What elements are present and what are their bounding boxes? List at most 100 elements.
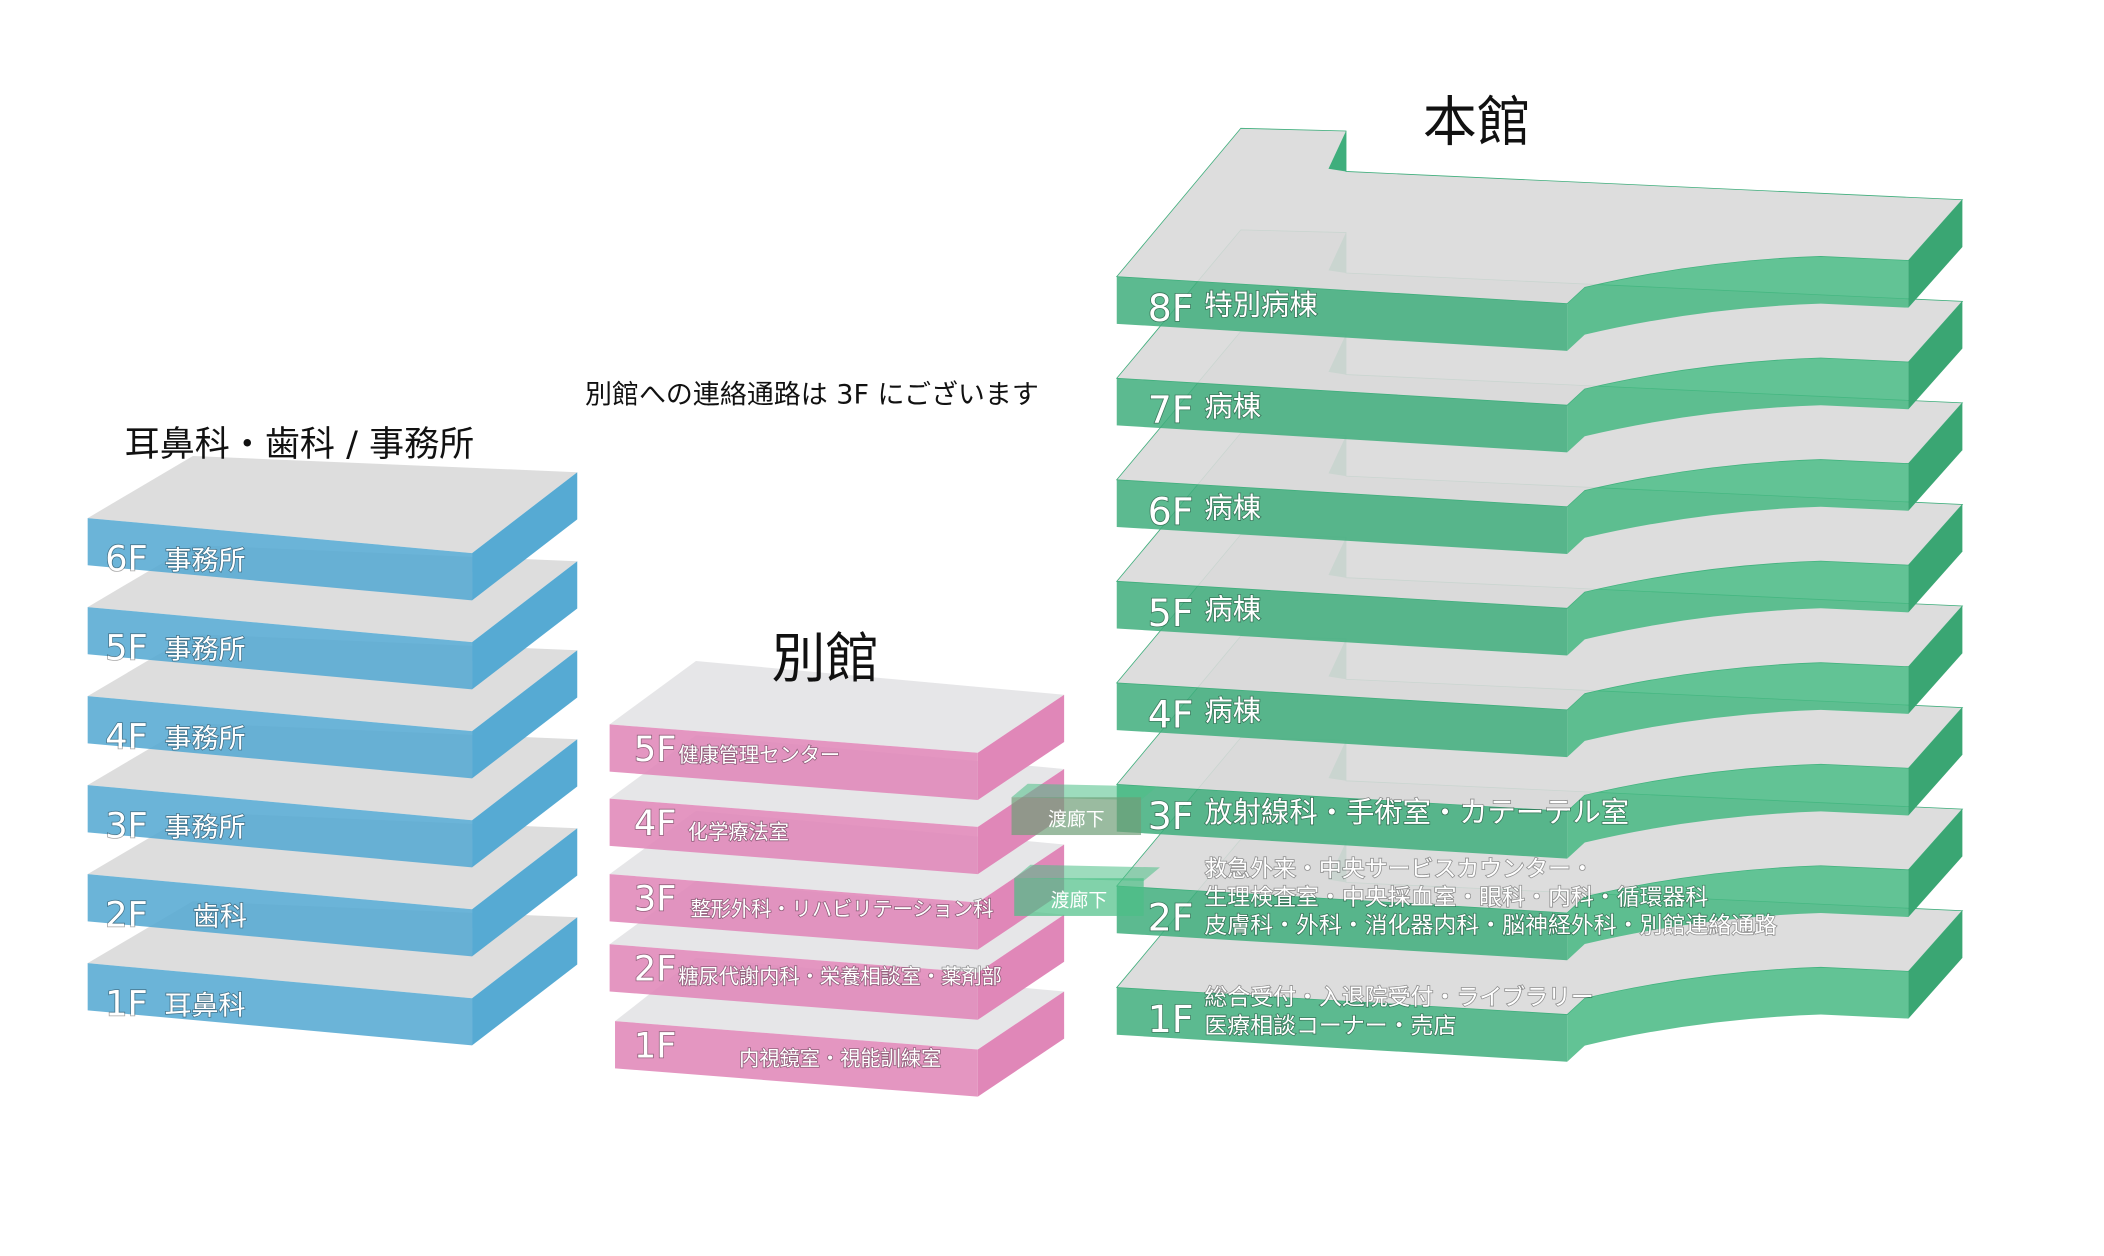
floor-number: 6F: [105, 539, 147, 580]
slab-side: [977, 694, 1065, 800]
floor-departments: 化学療法室: [688, 820, 789, 844]
floor-departments: 内視鏡室・視能訓練室: [739, 1047, 941, 1071]
floor-number: 1F: [634, 1026, 676, 1067]
slab-curved-front: [1567, 764, 1909, 859]
slab-front: [1116, 479, 1568, 554]
slab-side: [472, 561, 578, 690]
floor-number: 7F: [1148, 388, 1194, 432]
slab-curved-front: [1567, 967, 1909, 1062]
slab-side: [1908, 402, 1963, 511]
slab-side: [472, 650, 578, 779]
slab-front: [609, 874, 978, 950]
slab-front: [615, 1021, 978, 1097]
floor-number: 5F: [105, 628, 147, 669]
corridor-3F[interactable]: 渡廊下: [1011, 783, 1158, 836]
slab-side: [1908, 910, 1963, 1019]
floor-number: 3F: [634, 879, 676, 920]
slab-notch: [1328, 130, 1347, 172]
slab-curved-front: [1567, 865, 1909, 961]
floor-number: 5F: [634, 729, 676, 770]
slab-curved-front: [1567, 459, 1909, 554]
corridor-top: [1011, 783, 1158, 800]
floor-number: 2F: [105, 895, 147, 936]
slab-side: [977, 914, 1065, 1020]
main-building-title: 本館: [1423, 90, 1531, 153]
floor-departments: 放射線科・手術室・カテーテル室: [1204, 796, 1629, 829]
corridor-label: 渡廊下: [1051, 890, 1108, 912]
floor-departments: 病棟: [1204, 593, 1261, 626]
main-floor-slab-5F[interactable]: 5F 病棟: [1115, 432, 1964, 656]
corridor-notice: 別館への連絡通路は 3F にございます: [585, 379, 1039, 410]
slab-front: [1116, 987, 1568, 1062]
floor-departments: 病棟: [1204, 390, 1261, 423]
floor-number: 2F: [634, 949, 676, 990]
floor-number: 2F: [1148, 896, 1194, 940]
floor-departments: 特別病棟: [1204, 288, 1317, 321]
floor-departments-line: 医療相談コーナー・売店: [1204, 1013, 1456, 1039]
slab-side: [472, 917, 578, 1046]
slab-side: [472, 739, 578, 868]
west-building-title: 耳鼻科・歯科 / 事務所: [125, 424, 475, 465]
floor-number: 1F: [1148, 997, 1194, 1041]
floor-number: 4F: [634, 803, 676, 844]
slab-side: [1908, 504, 1963, 613]
slab-front: [87, 518, 473, 601]
slab-front: [1116, 784, 1568, 859]
slab-side: [1908, 606, 1963, 714]
floor-number: 6F: [1148, 489, 1194, 533]
slab-front: [1116, 886, 1568, 961]
slab-curved-front: [1567, 357, 1909, 453]
floor-number: 4F: [1148, 692, 1194, 736]
corridor-2F[interactable]: 渡廊下: [1014, 864, 1160, 916]
floor-number: 5F: [1148, 591, 1194, 635]
floor-departments: 整形外科・リハビリテーション科: [691, 897, 994, 921]
corridor-top: [1014, 864, 1160, 881]
floor-departments-line: 総合受付・入退院受付・ライブラリー: [1204, 985, 1593, 1011]
corridor-body: [1011, 797, 1142, 836]
floor-departments: 病棟: [1204, 695, 1261, 728]
slab-side: [1908, 199, 1963, 308]
corridor-label: 渡廊下: [1048, 809, 1105, 831]
slab-curved-front: [1567, 256, 1909, 351]
slab-side: [472, 828, 578, 957]
floor-number: 3F: [105, 806, 147, 847]
floor-departments-line: 生理検査室・中央採血室・眼科・内科・循環器科: [1204, 885, 1708, 911]
floor-departments: 事務所: [165, 634, 246, 665]
slab-front: [609, 724, 978, 800]
floor-departments-line: 救急外来・中央サービスカウンター・: [1204, 857, 1593, 883]
floor-departments: 病棟: [1204, 492, 1261, 525]
slab-front: [1116, 682, 1568, 758]
slab-side: [1908, 809, 1963, 918]
floor-departments: 歯科: [193, 901, 247, 932]
floor-departments: 健康管理センター: [678, 743, 840, 767]
floor-departments-line: 皮膚科・外科・消化器内科・脳神経外科・別館連絡通路: [1204, 913, 1777, 939]
annex-title: 別館: [771, 627, 879, 690]
floor-slab-6F[interactable]: 6F 事務所: [87, 456, 578, 601]
slab-curved-front: [1567, 561, 1909, 656]
slab-front: [609, 944, 978, 1020]
slab-front: [87, 963, 473, 1046]
slab-front: [87, 696, 473, 779]
slab-front: [87, 607, 473, 690]
slab-front: [87, 874, 473, 957]
slab-side: [472, 472, 578, 601]
slab-front: [87, 785, 473, 868]
slab-front: [1116, 378, 1568, 453]
floor-departments: 耳鼻科: [165, 990, 246, 1021]
floor-departments: 糖尿代謝内科・栄養相談室・薬剤部: [678, 964, 1002, 988]
floor-departments: 事務所: [165, 723, 246, 754]
floor-number: 3F: [1148, 794, 1194, 838]
floor-number: 1F: [105, 984, 147, 1025]
slab-front: [1116, 276, 1568, 351]
floor-departments: 事務所: [165, 545, 246, 576]
slab-top: [87, 456, 578, 554]
slab-curved-front: [1567, 662, 1909, 758]
slab-side: [1908, 301, 1963, 410]
corridor-body: [1014, 878, 1144, 916]
